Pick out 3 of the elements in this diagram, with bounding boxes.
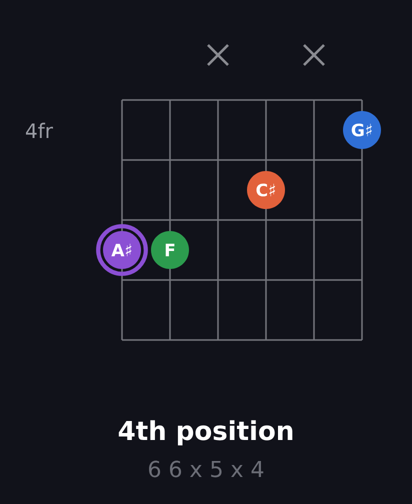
caption: 6 6 x 5 x 4 bbox=[149, 460, 264, 478]
fret-number: 4fr bbox=[26, 122, 53, 138]
title: 4th position bbox=[118, 420, 292, 446]
